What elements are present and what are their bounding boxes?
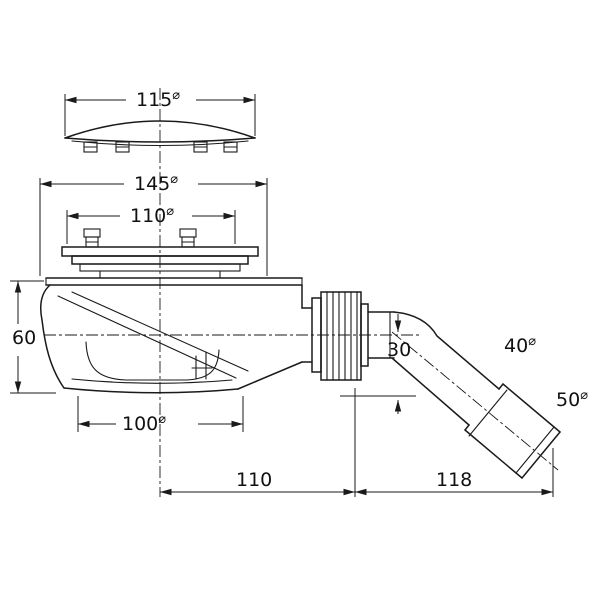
centerlines — [44, 88, 559, 497]
dim-screw-plate-diameter-label: 110⌀ — [130, 204, 174, 227]
dim-base-diameter: 100⌀ — [77, 396, 244, 435]
dim-connector-diameter-label: 50⌀ — [556, 388, 588, 411]
dim-base-diameter-label: 100⌀ — [122, 412, 166, 435]
dim-center-to-bend: 110 — [160, 388, 554, 497]
cover-feet — [83, 141, 238, 153]
dim-outlet-axis-offset: 30 — [340, 314, 416, 414]
dim-outlet-pipe-diameter-label: 40⌀ — [504, 334, 536, 357]
dim-body-height: 60 — [10, 280, 56, 394]
dim-cover-diameter-label: 115⌀ — [136, 88, 180, 111]
dim-flange-diameter: 145⌀ — [39, 172, 268, 276]
dim-outlet-axis-offset-label: 30 — [387, 339, 411, 361]
dim-outlet-pipe-diameter: 40⌀ — [504, 334, 536, 357]
pipe-connector — [464, 383, 561, 479]
compression-nut — [311, 291, 369, 381]
dim-bend-to-end-label: 118 — [436, 469, 472, 491]
trap-body — [39, 277, 313, 394]
cover-dome — [64, 120, 256, 153]
dim-body-height-label: 60 — [12, 327, 36, 349]
dim-cover-diameter: 115⌀ — [64, 88, 256, 136]
dim-bend-to-end: 118 — [355, 469, 553, 496]
dim-flange-diameter-label: 145⌀ — [134, 172, 178, 195]
dim-connector-diameter: 50⌀ — [556, 388, 588, 411]
dim-center-to-bend-label: 110 — [236, 469, 272, 491]
outlet-pipe — [367, 311, 561, 479]
dim-screw-plate-diameter: 110⌀ — [66, 204, 236, 244]
flange-assembly — [61, 228, 259, 279]
